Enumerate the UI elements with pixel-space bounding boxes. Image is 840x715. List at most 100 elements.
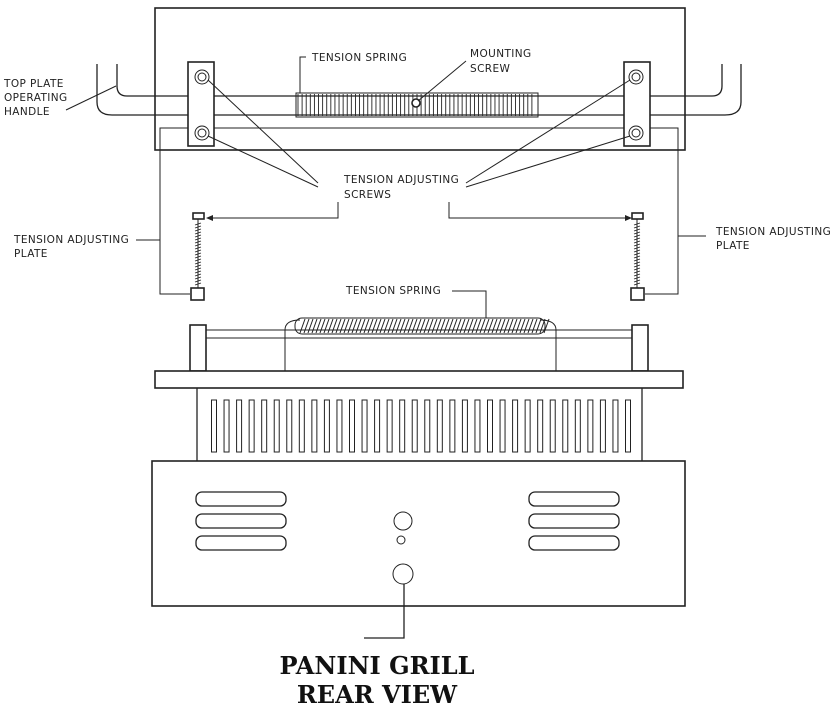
- indicator-small: [396, 535, 406, 545]
- screw-thread: [633, 234, 641, 238]
- leader-screw-right-upper: [465, 79, 631, 184]
- spring-coil: [511, 318, 518, 334]
- vent-slot: [461, 399, 468, 453]
- spring-coil: [519, 318, 526, 334]
- screw-thread: [194, 258, 202, 262]
- spring-hook-left: [284, 319, 301, 371]
- title-line-2: REAR VIEW: [297, 680, 458, 709]
- left-post: [189, 324, 207, 372]
- spring-coil: [451, 318, 458, 334]
- vent-slot: [574, 399, 581, 453]
- screw-thread: [633, 225, 641, 229]
- spring-coil: [375, 318, 382, 334]
- operating-handle-outer: [116, 64, 723, 97]
- label-mounting-screw-2: SCREW: [470, 63, 511, 75]
- screw-thread: [194, 270, 202, 274]
- spring-coil: [487, 318, 494, 334]
- vent-slot: [549, 399, 556, 453]
- spring-coil: [415, 318, 422, 334]
- top-plate: [96, 7, 742, 151]
- spring-coil: [455, 318, 462, 334]
- right-post: [631, 324, 649, 372]
- right-upper-screw: [628, 69, 644, 85]
- vent-slot: [499, 399, 506, 453]
- spring-coil: [535, 318, 542, 334]
- spring-coil: [307, 318, 314, 334]
- screw-thread: [633, 240, 641, 244]
- right-lower-screw-inner: [631, 128, 641, 138]
- spring-coil: [507, 318, 514, 334]
- spring-coil: [379, 318, 386, 334]
- screw-thread: [633, 249, 641, 253]
- middle-spring-coils: [299, 318, 550, 334]
- spring-coil: [359, 318, 366, 334]
- leader-screw-left-lower: [207, 135, 319, 188]
- screw-thread: [194, 243, 202, 247]
- right-adjusting-block: [630, 287, 645, 301]
- screw-thread: [633, 270, 641, 274]
- arrow-screw-left-side: [206, 215, 213, 221]
- vent-slot: [537, 399, 544, 453]
- spring-coil: [515, 318, 522, 334]
- vent-slot: [298, 399, 305, 453]
- screw-thread: [194, 282, 202, 286]
- spring-coil: [367, 318, 374, 334]
- screw-thread: [633, 276, 641, 280]
- spring-coil: [439, 318, 446, 334]
- side-vent-left: [195, 513, 287, 529]
- spring-coil: [315, 318, 322, 334]
- spring-coil: [383, 318, 390, 334]
- vent-slot: [336, 399, 343, 453]
- left-upper-screw: [194, 69, 210, 85]
- spring-coil: [499, 318, 506, 334]
- screw-thread: [194, 273, 202, 277]
- spring-coil: [463, 318, 470, 334]
- spring-coil: [299, 318, 306, 334]
- vent-slot: [599, 399, 606, 453]
- screw-thread: [633, 261, 641, 265]
- screw-thread: [194, 276, 202, 280]
- spring-coil: [351, 318, 358, 334]
- vent-slot: [587, 399, 594, 453]
- vent-slot: [311, 399, 318, 453]
- vent-slot: [273, 399, 280, 453]
- vent-slot: [424, 399, 431, 453]
- middle-vent-box: [196, 388, 643, 461]
- screw-thread: [633, 243, 641, 247]
- spring-coil: [503, 318, 510, 334]
- spring-coil: [411, 318, 418, 334]
- vent-slot: [524, 399, 531, 453]
- screw-thread: [633, 228, 641, 232]
- spring-coil: [443, 318, 450, 334]
- middle-tension-spring: [294, 317, 546, 335]
- adjusting-screws-callout: TENSION ADJUSTING SCREWS: [206, 79, 632, 221]
- title-line-1: PANINI GRILL: [279, 651, 474, 680]
- power-cord: [364, 584, 405, 639]
- leader-tension-spring-top: [299, 56, 306, 93]
- side-vent-left: [195, 535, 287, 551]
- screw-thread: [194, 249, 202, 253]
- spring-coil: [523, 318, 530, 334]
- label-tension-spring-mid: TENSION SPRING: [345, 285, 441, 297]
- leader-screw-left-upper: [207, 79, 319, 184]
- power-cord-outlet: [392, 563, 414, 585]
- leader-tension-spring-mid: [452, 290, 487, 318]
- spring-coil: [467, 318, 474, 334]
- side-vent-right: [528, 535, 620, 551]
- vent-slot: [386, 399, 393, 453]
- right-adjusting-plate-top: [623, 61, 651, 147]
- spring-coil: [319, 318, 326, 334]
- screw-thread: [633, 231, 641, 235]
- spring-coil: [407, 318, 414, 334]
- spring-coil: [459, 318, 466, 334]
- spring-coil: [387, 318, 394, 334]
- screw-thread: [194, 279, 202, 283]
- right-adjusting-screw-head: [631, 212, 644, 220]
- label-adjusting-plate-left-1: TENSION ADJUSTING: [13, 234, 129, 246]
- vent-slot: [436, 399, 443, 453]
- spring-coil: [435, 318, 442, 334]
- right-upper-screw-inner: [631, 72, 641, 82]
- spring-coil: [323, 318, 330, 334]
